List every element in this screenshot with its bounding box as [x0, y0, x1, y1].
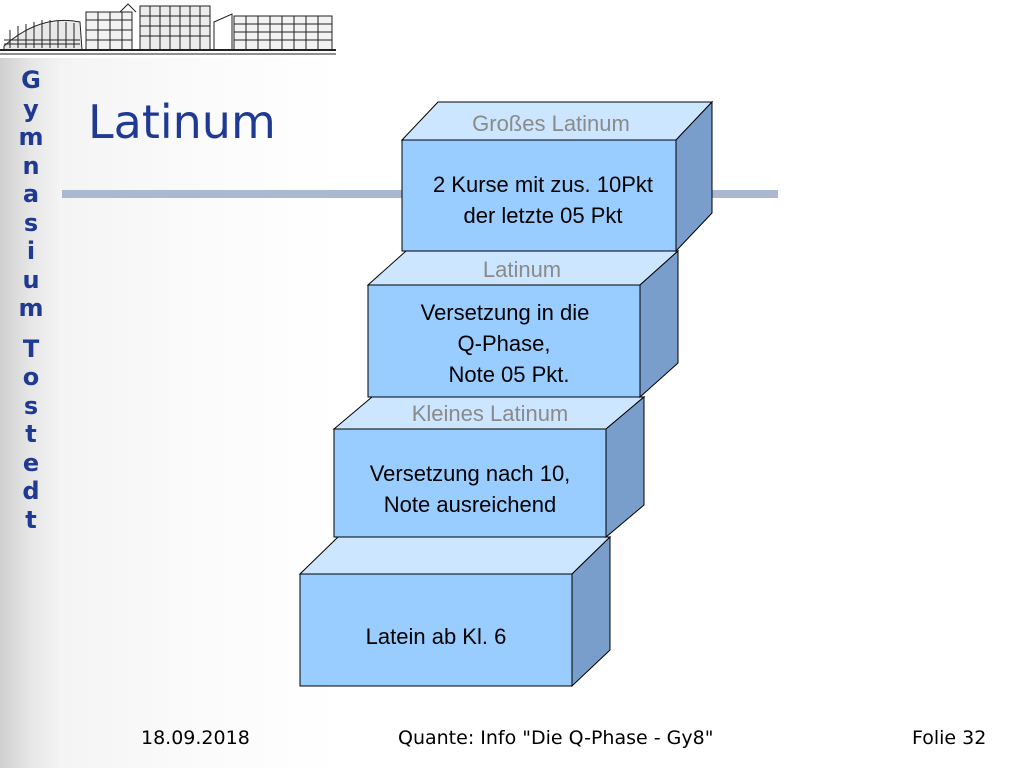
step-label: Latinum	[483, 257, 561, 282]
school-name-letter: n	[22, 151, 40, 180]
step-latinum: Latinum Versetzung in die Q-Phase, Note …	[366, 249, 680, 399]
step-kleines-latinum: Kleines Latinum Versetzung nach 10, Note…	[332, 395, 646, 539]
footer-date: 18.09.2018	[141, 727, 250, 749]
school-name-letter: s	[23, 391, 39, 420]
step-front-face	[367, 284, 641, 398]
step-front-face	[333, 428, 607, 538]
step-text: Note ausreichend	[384, 492, 556, 517]
school-name-letter: o	[22, 363, 40, 391]
step-text: Note 05 Pkt.	[448, 362, 569, 387]
step-latein-ab-kl6: Latein ab Kl. 6	[298, 535, 612, 688]
school-name-letter: T	[22, 334, 40, 363]
school-name-letter: e	[22, 448, 40, 477]
school-name-letter: t	[25, 420, 37, 448]
school-name-letter: m	[18, 294, 44, 322]
school-name-letter: m	[18, 123, 44, 151]
footer-info: Quante: Info "Die Q-Phase - Gy8"	[398, 727, 714, 749]
footer-slide-number: Folie 32	[912, 727, 987, 749]
step-front-face	[299, 573, 573, 687]
school-name-letter: d	[22, 477, 40, 505]
step-text: Versetzung in die	[421, 300, 590, 325]
school-name-letter: i	[26, 237, 36, 265]
step-text: 2 Kurse mit zus. 10Pkt	[433, 172, 653, 197]
step-text: der letzte 05 Pkt	[464, 203, 623, 228]
school-name-letter: t	[25, 505, 37, 534]
school-name-letter: s	[23, 208, 39, 237]
slide-title: Latinum	[88, 95, 276, 149]
step-text: Versetzung nach 10,	[370, 461, 571, 486]
step-label: Großes Latinum	[472, 111, 630, 136]
step-top-face	[298, 536, 612, 575]
step-front-face	[401, 139, 677, 252]
step-text: Q-Phase,	[458, 331, 551, 356]
school-name-letter: u	[22, 265, 40, 294]
step-label: Kleines Latinum	[412, 401, 569, 426]
school-name-letter: a	[22, 180, 40, 208]
school-name-letter: G	[21, 66, 41, 94]
step-grosses-latinum: Großes Latinum 2 Kurse mit zus. 10Pkt de…	[400, 100, 714, 253]
step-text: Latein ab Kl. 6	[366, 624, 507, 649]
school-name-letter: y	[23, 94, 39, 123]
school-name-vertical: G y m n a s i u m T o s t e d t	[8, 66, 54, 534]
school-building-logo	[0, 0, 336, 58]
